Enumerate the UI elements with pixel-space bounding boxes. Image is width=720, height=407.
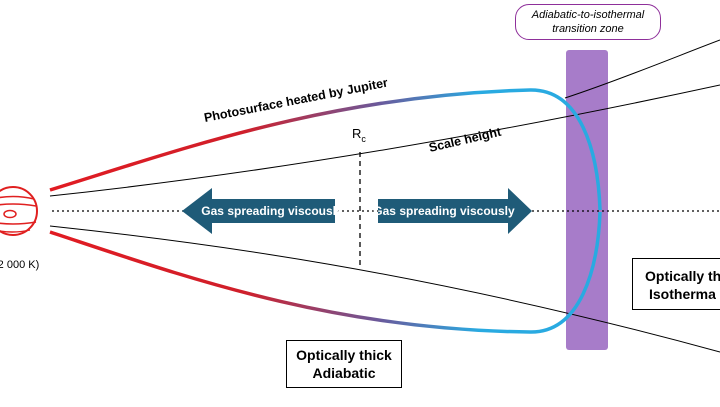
optically-thick-line2: Adiabatic (312, 365, 376, 381)
photosurface-upper (49, 88, 602, 211)
optically-thick-box: Optically thick Adiabatic (286, 340, 402, 388)
jupiter-planet-icon (0, 186, 38, 236)
scale-height-label: Scale height (428, 125, 504, 155)
jupiter-temperature-label: (2 000 K) (0, 259, 39, 271)
gas-arrow-right (378, 188, 532, 234)
optically-thin-line1: Optically th (645, 268, 720, 284)
scale-height-lower (49, 225, 720, 353)
transition-zone-band (566, 50, 608, 350)
rc-label: Rc (352, 126, 366, 144)
outer-surface-upper (564, 39, 720, 99)
optically-thick-line1: Optically thick (296, 347, 392, 363)
scale-height-upper (49, 84, 720, 197)
gas-arrow-right-label: Gas spreading viscously (373, 204, 515, 218)
optically-thin-box: Optically th Isotherma (632, 258, 720, 310)
photosurface-lower (49, 211, 602, 334)
transition-zone-label: Adiabatic-to-isothermal transition zone (515, 4, 661, 40)
gas-arrow-left-label: Gas spreading viscously (201, 204, 343, 218)
gas-arrow-left (182, 188, 335, 234)
optically-thin-line2: Isotherma (649, 286, 716, 302)
